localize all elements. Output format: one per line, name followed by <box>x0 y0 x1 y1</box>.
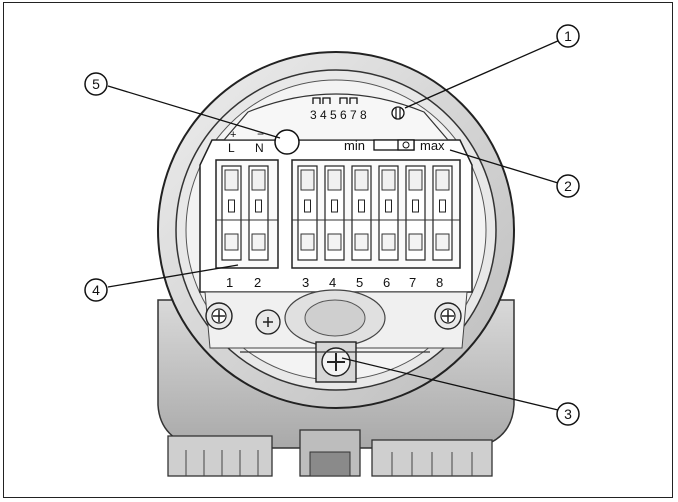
cable-gland-left <box>167 435 273 477</box>
terminal-number-1: 1 <box>226 275 233 290</box>
cable-gland-right <box>371 439 493 477</box>
callout-4: 4 <box>84 278 108 302</box>
mounting-screw-center <box>255 309 281 335</box>
minus-label: − <box>257 127 264 141</box>
terminal-numbers: 1 2 3 4 5 6 7 8 <box>226 275 443 290</box>
switch-number-5: 5 <box>330 108 337 122</box>
terminal-number-8: 8 <box>436 275 443 290</box>
terminal-number-6: 6 <box>383 275 390 290</box>
callout-1: 1 <box>556 24 580 48</box>
callout-3-number: 3 <box>564 406 572 422</box>
terminal-clamp <box>405 165 426 261</box>
mounting-screw-right <box>434 302 462 330</box>
switch-number-3: 3 <box>310 108 317 122</box>
terminal-number-2: 2 <box>254 275 261 290</box>
switch-number-6: 6 <box>340 108 347 122</box>
callout-1-number: 1 <box>564 28 572 44</box>
l-label: L <box>228 141 235 155</box>
callout-5: 5 <box>84 72 108 96</box>
plus-label: + <box>230 129 236 141</box>
dip-switch-symbols <box>312 97 358 104</box>
ground-screw-symbol <box>391 106 405 120</box>
terminal-block-signal <box>291 159 461 269</box>
terminal-clamp <box>248 165 269 261</box>
terminal-number-5: 5 <box>356 275 363 290</box>
callout-2: 2 <box>556 174 580 198</box>
terminal-clamp <box>432 165 453 261</box>
cable-gland-center <box>299 429 361 477</box>
terminal-clamp <box>297 165 318 261</box>
switch-number-8: 8 <box>360 108 367 122</box>
n-label: N <box>255 141 264 155</box>
switch-number-7: 7 <box>350 108 357 122</box>
callout-2-number: 2 <box>564 178 572 194</box>
switch-number-4: 4 <box>320 108 327 122</box>
dip-switch-numbers: 3 4 5 6 7 8 <box>310 108 367 122</box>
max-label: max <box>420 138 445 153</box>
mounting-screw-left <box>205 302 233 330</box>
terminal-clamp <box>378 165 399 261</box>
callout-4-number: 4 <box>92 282 100 298</box>
terminal-number-7: 7 <box>409 275 416 290</box>
terminal-number-3: 3 <box>302 275 309 290</box>
leader-lines <box>107 39 561 411</box>
callout-3: 3 <box>556 402 580 426</box>
terminal-clamp <box>351 165 372 261</box>
terminal-clamp <box>324 165 345 261</box>
callout-5-number: 5 <box>92 76 100 92</box>
ground-terminal <box>315 341 357 383</box>
terminal-clamp <box>221 165 242 261</box>
figure-border <box>3 2 673 498</box>
terminal-number-4: 4 <box>329 275 336 290</box>
min-label: min <box>344 138 365 153</box>
status-indicator <box>274 129 300 155</box>
terminal-block-supply <box>215 159 279 269</box>
